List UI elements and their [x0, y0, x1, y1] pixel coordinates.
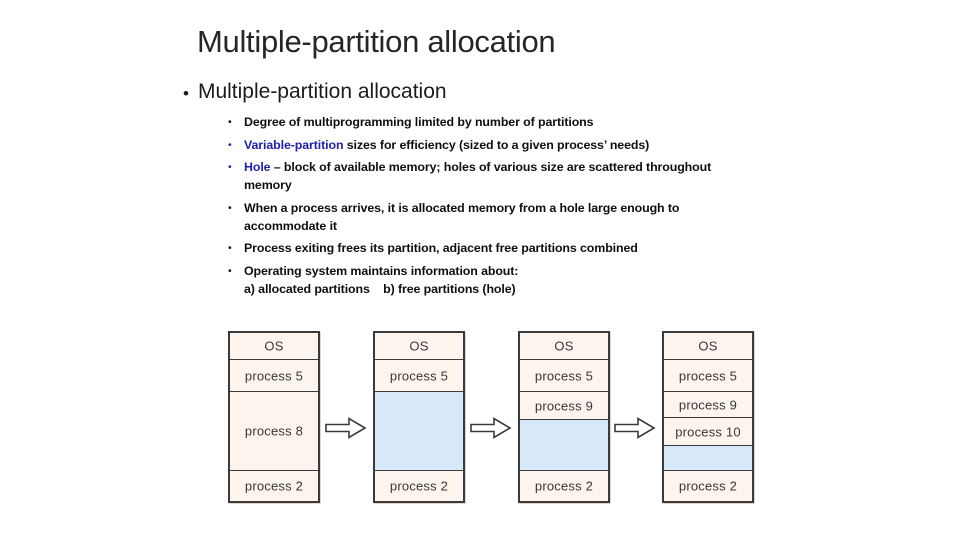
- process-label: OS: [409, 338, 429, 354]
- bullet-item: • Operating system maintains information …: [228, 262, 928, 298]
- memory-hole: [520, 419, 608, 470]
- bullet-marker: •: [228, 201, 232, 214]
- bullet-text: Hole – block of available memory; holes …: [244, 158, 711, 194]
- memory-cell: OS: [664, 333, 752, 359]
- bullet-line: a) allocated partitions b) free partitio…: [244, 280, 518, 298]
- text-segment: Operating system maintains information a…: [244, 263, 519, 278]
- memory-column: OS process 5 process 8 process 2: [228, 331, 320, 503]
- process-label: process 2: [534, 478, 594, 494]
- bullet-item: • Process exiting frees its partition, ad…: [228, 239, 928, 257]
- slide-title: Multiple-partition allocation: [197, 24, 556, 59]
- memory-cell: process 2: [664, 470, 752, 501]
- memory-cell: OS: [230, 333, 318, 359]
- memory-cell: process 5: [520, 359, 608, 391]
- text-segment: Process exiting frees its partition, adj…: [244, 241, 638, 255]
- bullet-line: Process exiting frees its partition, adj…: [244, 239, 638, 257]
- memory-hole: [375, 391, 463, 470]
- memory-column: OS process 5 process 9 process 2: [518, 331, 610, 503]
- process-label: OS: [698, 338, 718, 354]
- term-highlight: Hole: [244, 160, 271, 174]
- bullet-item: • When a process arrives, it is allocated…: [228, 199, 928, 235]
- bullet-marker: •: [228, 242, 232, 254]
- bullet-line: Variable-partition sizes for efficiency …: [244, 136, 649, 154]
- memory-column: OS process 5 process 9 process 10 process 2: [662, 331, 754, 503]
- bullet-marker: •: [228, 116, 232, 128]
- process-label: process 9: [534, 398, 594, 413]
- right-arrow-icon: [470, 417, 512, 439]
- memory-cell: process 5: [230, 359, 318, 391]
- main-bullet-label: Multiple-partition allocation: [197, 80, 447, 103]
- bullet-marker: •: [183, 84, 189, 103]
- bullet-line: memory: [244, 176, 711, 194]
- bullet-line: Hole – block of available memory; holes …: [244, 158, 711, 176]
- process-label: process 5: [244, 368, 304, 383]
- process-label: process 2: [389, 478, 449, 494]
- memory-cell: process 5: [375, 359, 463, 391]
- bullet-line: Operating system maintains information a…: [244, 262, 518, 280]
- memory-cell: process 8: [230, 391, 318, 470]
- process-label: process 5: [678, 368, 738, 383]
- text-segment: accommodate it: [244, 218, 337, 233]
- process-label: process 9: [678, 397, 738, 412]
- memory-cell: process 9: [664, 391, 752, 417]
- memory-cell: process 5: [664, 359, 752, 391]
- memory-cell: process 10: [664, 417, 752, 445]
- process-label: OS: [264, 338, 284, 354]
- main-bullet: • Multiple-partition allocation: [183, 80, 447, 107]
- bullet-text: Process exiting frees its partition, adj…: [244, 239, 638, 257]
- bullet-text: Degree of multiprogramming limited by nu…: [244, 113, 594, 131]
- bullet-marker: •: [228, 264, 232, 277]
- right-arrow-icon: [325, 417, 367, 439]
- bullet-marker: •: [228, 138, 232, 151]
- process-label: process 8: [244, 423, 304, 439]
- memory-cell: OS: [375, 333, 463, 359]
- text-segment: memory: [244, 178, 292, 192]
- sub-bullet-list: • Degree of multiprogramming limited by n…: [228, 113, 928, 302]
- text-segment: sizes for efficiency (sized to a given p…: [343, 137, 650, 152]
- bullet-item: • Variable-partition sizes for efficiency…: [228, 136, 928, 154]
- text-segment: When a process arrives, it is allocated …: [244, 200, 680, 215]
- text-segment: Degree of multiprogramming limited by nu…: [244, 115, 594, 129]
- memory-cell: process 9: [520, 391, 608, 419]
- bullet-text: Operating system maintains information a…: [244, 262, 518, 298]
- text-segment: a) allocated partitions b) free partitio…: [244, 281, 516, 296]
- text-segment: – block of available memory; holes of va…: [270, 160, 712, 174]
- process-label: process 2: [678, 478, 738, 494]
- memory-cell: process 2: [520, 470, 608, 501]
- memory-column: OS process 5 process 2: [373, 331, 465, 503]
- bullet-text: Variable-partition sizes for efficiency …: [244, 136, 649, 154]
- process-label: process 5: [389, 368, 449, 383]
- bullet-item: • Hole – block of available memory; holes…: [228, 158, 928, 194]
- memory-cell: process 2: [230, 470, 318, 501]
- bullet-item: • Degree of multiprogramming limited by n…: [228, 113, 928, 131]
- process-label: process 5: [534, 368, 594, 383]
- process-label: OS: [554, 338, 574, 354]
- memory-cell: OS: [520, 333, 608, 359]
- memory-cell: process 2: [375, 470, 463, 501]
- term-highlight: Variable-partition: [244, 137, 344, 152]
- bullet-marker: •: [228, 161, 232, 173]
- process-label: process 10: [675, 424, 741, 439]
- bullet-line: When a process arrives, it is allocated …: [244, 199, 679, 217]
- bullet-line: accommodate it: [244, 217, 679, 235]
- memory-hole: [664, 445, 752, 470]
- right-arrow-icon: [614, 417, 656, 439]
- process-label: process 2: [244, 478, 304, 494]
- bullet-text: When a process arrives, it is allocated …: [244, 199, 679, 235]
- bullet-line: Degree of multiprogramming limited by nu…: [244, 113, 594, 131]
